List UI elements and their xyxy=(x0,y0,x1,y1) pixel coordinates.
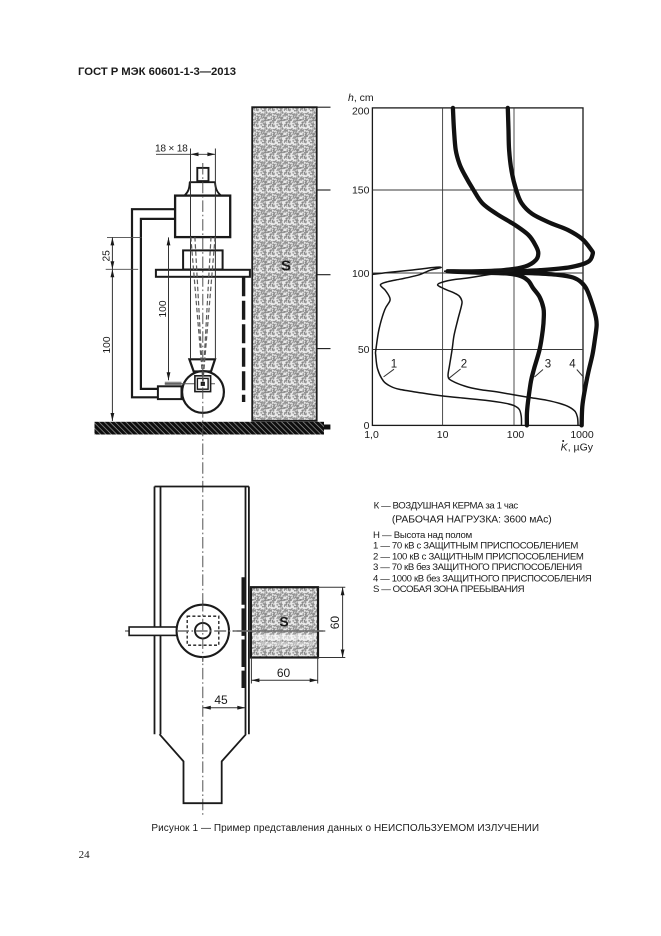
svg-text:2: 2 xyxy=(461,359,467,371)
svg-text:150: 150 xyxy=(352,185,370,197)
svg-text:4 — 1000 кВ без ЗАЩИТНОГО ПРИС: 4 — 1000 кВ без ЗАЩИТНОГО ПРИСПОСОБЛЕНИЯ xyxy=(373,573,592,584)
svg-text:S: S xyxy=(281,258,291,275)
svg-text:1,0: 1,0 xyxy=(364,429,379,441)
svg-text:ГОСТ Р МЭК 60601-1-3—2013: ГОСТ Р МЭК 60601-1-3—2013 xyxy=(78,66,236,78)
svg-text:200: 200 xyxy=(352,106,370,118)
svg-text:K, µGy: K, µGy xyxy=(561,442,594,454)
svg-text:3: 3 xyxy=(545,359,551,371)
svg-text:0: 0 xyxy=(364,420,370,432)
svg-text:10: 10 xyxy=(437,429,449,441)
svg-text:S — ОСОБАЯ ЗОНА ПРЕБЫВАНИЯ: S — ОСОБАЯ ЗОНА ПРЕБЫВАНИЯ xyxy=(373,584,525,595)
svg-text:Н — Высота над полом: Н — Высота над полом xyxy=(373,530,472,541)
svg-text:4: 4 xyxy=(569,359,576,371)
svg-text:50: 50 xyxy=(358,344,370,356)
svg-text:h, cm: h, cm xyxy=(348,92,374,104)
svg-text:S: S xyxy=(279,614,288,630)
svg-text:60: 60 xyxy=(277,666,291,680)
svg-text:2 — 100 кВ с ЗАЩИТНЫМ ПРИСПОСО: 2 — 100 кВ с ЗАЩИТНЫМ ПРИСПОСОБЛЕНИЕМ xyxy=(373,551,584,562)
svg-text:1: 1 xyxy=(391,359,397,371)
svg-text:1 — 70 кВ с ЗАЩИТНЫМ ПРИСПОСОБ: 1 — 70 кВ с ЗАЩИТНЫМ ПРИСПОСОБЛЕНИЕМ xyxy=(373,541,578,552)
svg-text:24: 24 xyxy=(79,849,91,861)
svg-text:100: 100 xyxy=(158,300,169,317)
svg-text:25: 25 xyxy=(101,250,112,262)
svg-text:60: 60 xyxy=(328,616,342,630)
svg-text:100: 100 xyxy=(352,268,370,280)
svg-text:1000: 1000 xyxy=(570,429,594,441)
svg-text:К — ВОЗДУШНАЯ КЕРМА за 1 час: К — ВОЗДУШНАЯ КЕРМА за 1 час xyxy=(374,501,519,512)
svg-text:(РАБОЧАЯ НАГРУЗКА: 3600 мАс): (РАБОЧАЯ НАГРУЗКА: 3600 мАс) xyxy=(392,515,552,526)
svg-text:Рисунок 1 — Пример представле: Рисунок 1 — Пример представления данных … xyxy=(151,823,539,834)
svg-text:18 × 18: 18 × 18 xyxy=(155,144,188,155)
svg-text:45: 45 xyxy=(214,693,228,707)
svg-text:100: 100 xyxy=(102,336,113,353)
svg-text:100: 100 xyxy=(507,429,525,441)
svg-text:3 — 70 кВ без ЗАЩИТНОГО ПРИСПО: 3 — 70 кВ без ЗАЩИТНОГО ПРИСПОСОБЛЕНИЯ xyxy=(373,562,582,573)
